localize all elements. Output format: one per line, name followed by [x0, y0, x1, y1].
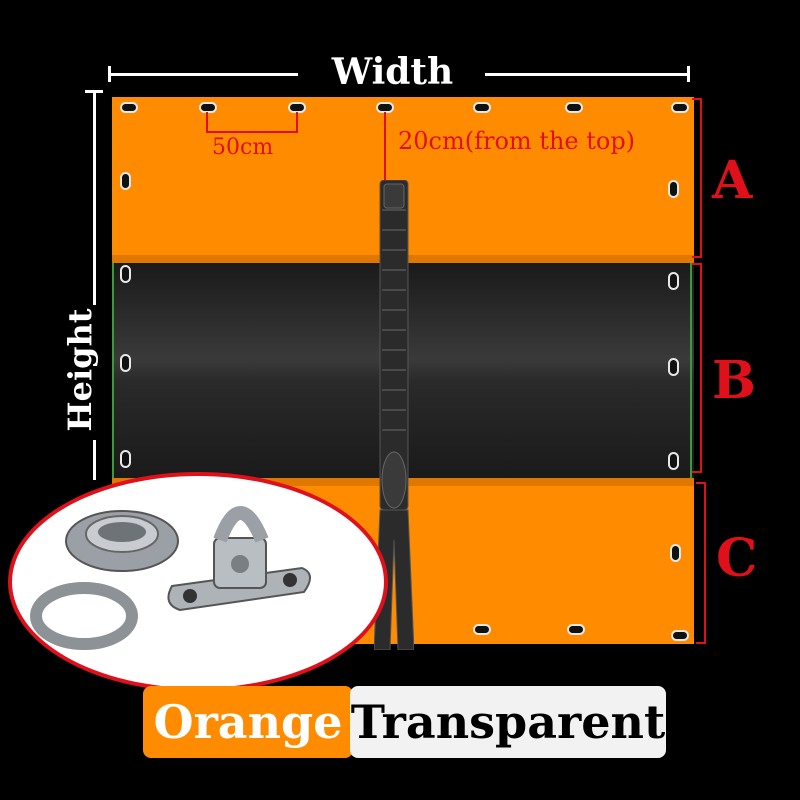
section-b-bracket-top — [692, 263, 702, 265]
section-a-bracket-bottom — [692, 256, 702, 258]
turn-button-hardware-icon — [167, 506, 311, 612]
section-c-bracket-top — [696, 482, 706, 484]
section-label-b: B — [712, 350, 756, 411]
grommet-icon — [668, 358, 679, 376]
color-option-transparent: Transparent — [350, 686, 666, 758]
width-tick-right — [687, 66, 690, 82]
grommet-icon — [473, 624, 491, 635]
section-a-bracket-top — [692, 98, 702, 100]
width-label: Width — [331, 51, 454, 93]
color-option-orange: Orange — [143, 686, 353, 758]
spacing-bracket-left — [206, 112, 208, 132]
section-b-bracket-bottom — [692, 471, 702, 473]
grommet-icon — [120, 102, 138, 113]
grommet-icon — [668, 180, 679, 198]
section-b-bracket — [700, 263, 702, 473]
grommet-icon — [120, 265, 131, 283]
grommet-icon — [565, 102, 583, 113]
grommet-icon — [668, 272, 679, 290]
height-tick-top — [85, 90, 103, 93]
width-dimension-line-right — [485, 73, 690, 76]
width-tick-left — [108, 66, 111, 82]
section-label-a: A — [712, 150, 753, 211]
height-label: Height — [61, 308, 99, 432]
grommet-icon — [473, 102, 491, 113]
grommet-icon — [120, 354, 131, 372]
grommet-icon — [671, 630, 689, 641]
spacing-bracket-bottom — [206, 131, 298, 133]
hardware-inset — [8, 472, 388, 692]
section-c-bracket — [704, 482, 706, 644]
grommet-spacing-label: 50cm — [212, 135, 274, 160]
eyelet-hardware-icon — [65, 510, 179, 572]
offset-line — [384, 112, 386, 184]
zipper-offset-label: 20cm(from the top) — [398, 127, 636, 155]
grommet-icon — [567, 624, 585, 635]
width-dimension-line-left — [108, 73, 298, 76]
grommet-icon — [670, 544, 681, 562]
grommet-icon — [671, 102, 689, 113]
grommet-icon — [199, 102, 217, 113]
section-b-right-stitch — [690, 263, 692, 478]
section-c-bracket-bottom — [696, 642, 706, 644]
hardware-illustration — [30, 506, 311, 650]
section-b-left-stitch — [112, 263, 114, 478]
height-dimension-line-top — [93, 90, 96, 305]
height-dimension-line-bottom — [93, 440, 96, 480]
section-a-bracket — [700, 98, 702, 258]
section-label-c: C — [716, 528, 758, 589]
grommet-icon — [668, 452, 679, 470]
zipper-icon — [374, 180, 414, 650]
spacing-bracket-right — [296, 112, 298, 132]
washer-ring-icon — [30, 582, 138, 650]
grommet-icon — [120, 172, 131, 190]
grommet-icon — [120, 450, 131, 468]
